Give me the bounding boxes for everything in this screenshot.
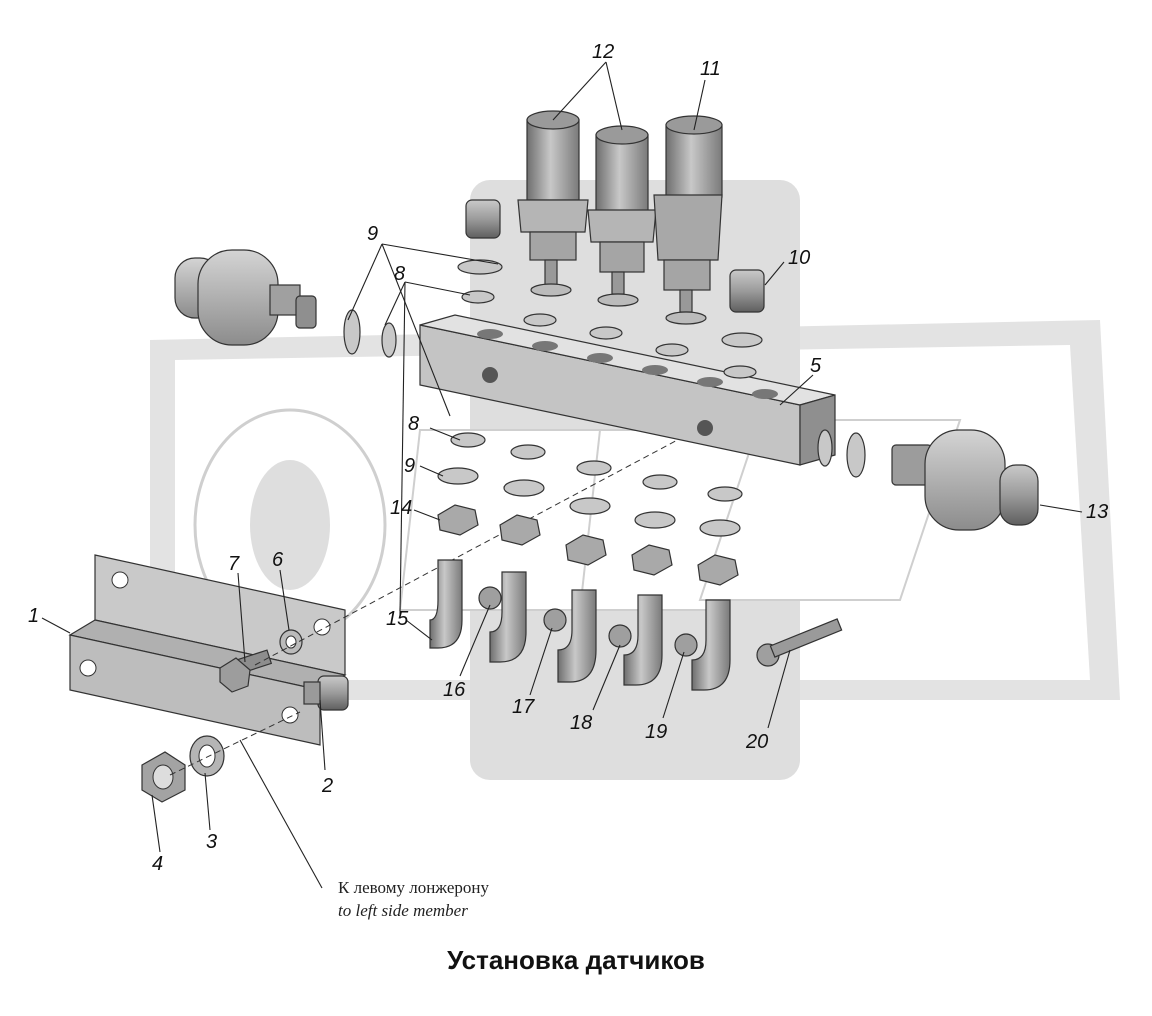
fitting-nuts xyxy=(478,586,780,667)
callout-14: 14 xyxy=(390,497,412,519)
callout-12: 12 xyxy=(592,41,614,63)
callout-6: 6 xyxy=(272,549,284,571)
callout-1: 1 xyxy=(28,605,39,627)
callout-10: 10 xyxy=(788,247,810,269)
bolt xyxy=(303,675,349,711)
callout-7: 7 xyxy=(228,553,240,575)
hose-fitting-20 xyxy=(769,618,843,658)
callout-5: 5 xyxy=(810,355,822,377)
callout-15: 15 xyxy=(386,608,409,630)
callout-2: 2 xyxy=(321,775,333,797)
leader-lines xyxy=(41,61,1083,889)
bolt-7 xyxy=(219,649,273,693)
callout-3: 3 xyxy=(206,831,217,853)
note-english: to left side member xyxy=(338,901,468,920)
plug-10 xyxy=(729,269,765,313)
plug-left xyxy=(465,199,501,239)
callout-19: 19 xyxy=(645,721,667,743)
nuts-14 xyxy=(437,504,739,586)
sensor-12-left xyxy=(517,110,589,297)
callout-labels: 1 2 3 4 5 6 7 8 8 9 9 10 11 12 13 14 15 … xyxy=(28,41,1108,875)
callout-16: 16 xyxy=(443,679,466,701)
callout-8-upper: 8 xyxy=(394,263,405,285)
callout-9-upper: 9 xyxy=(367,223,378,245)
sensor-12-right xyxy=(587,125,657,307)
lock-washer-3 xyxy=(189,735,225,777)
diagram-title: Установка датчиков xyxy=(447,945,705,975)
callout-18: 18 xyxy=(570,712,592,734)
round-sensor-left xyxy=(174,249,317,346)
callout-11: 11 xyxy=(700,58,721,80)
callout-9-lower: 9 xyxy=(404,455,415,477)
sensor-13 xyxy=(891,429,1039,531)
sensor-11 xyxy=(653,115,723,325)
callout-8-lower: 8 xyxy=(408,413,419,435)
elbow-fittings xyxy=(429,559,731,691)
upper-seals xyxy=(343,259,866,478)
callout-4: 4 xyxy=(152,853,163,875)
nut-4 xyxy=(141,751,186,803)
manifold-block xyxy=(419,314,836,466)
callout-20: 20 xyxy=(745,731,768,753)
callout-17: 17 xyxy=(512,696,535,718)
callout-13: 13 xyxy=(1086,501,1108,523)
lower-seals xyxy=(437,432,743,537)
note-russian: К левому лонжерону xyxy=(338,878,489,897)
